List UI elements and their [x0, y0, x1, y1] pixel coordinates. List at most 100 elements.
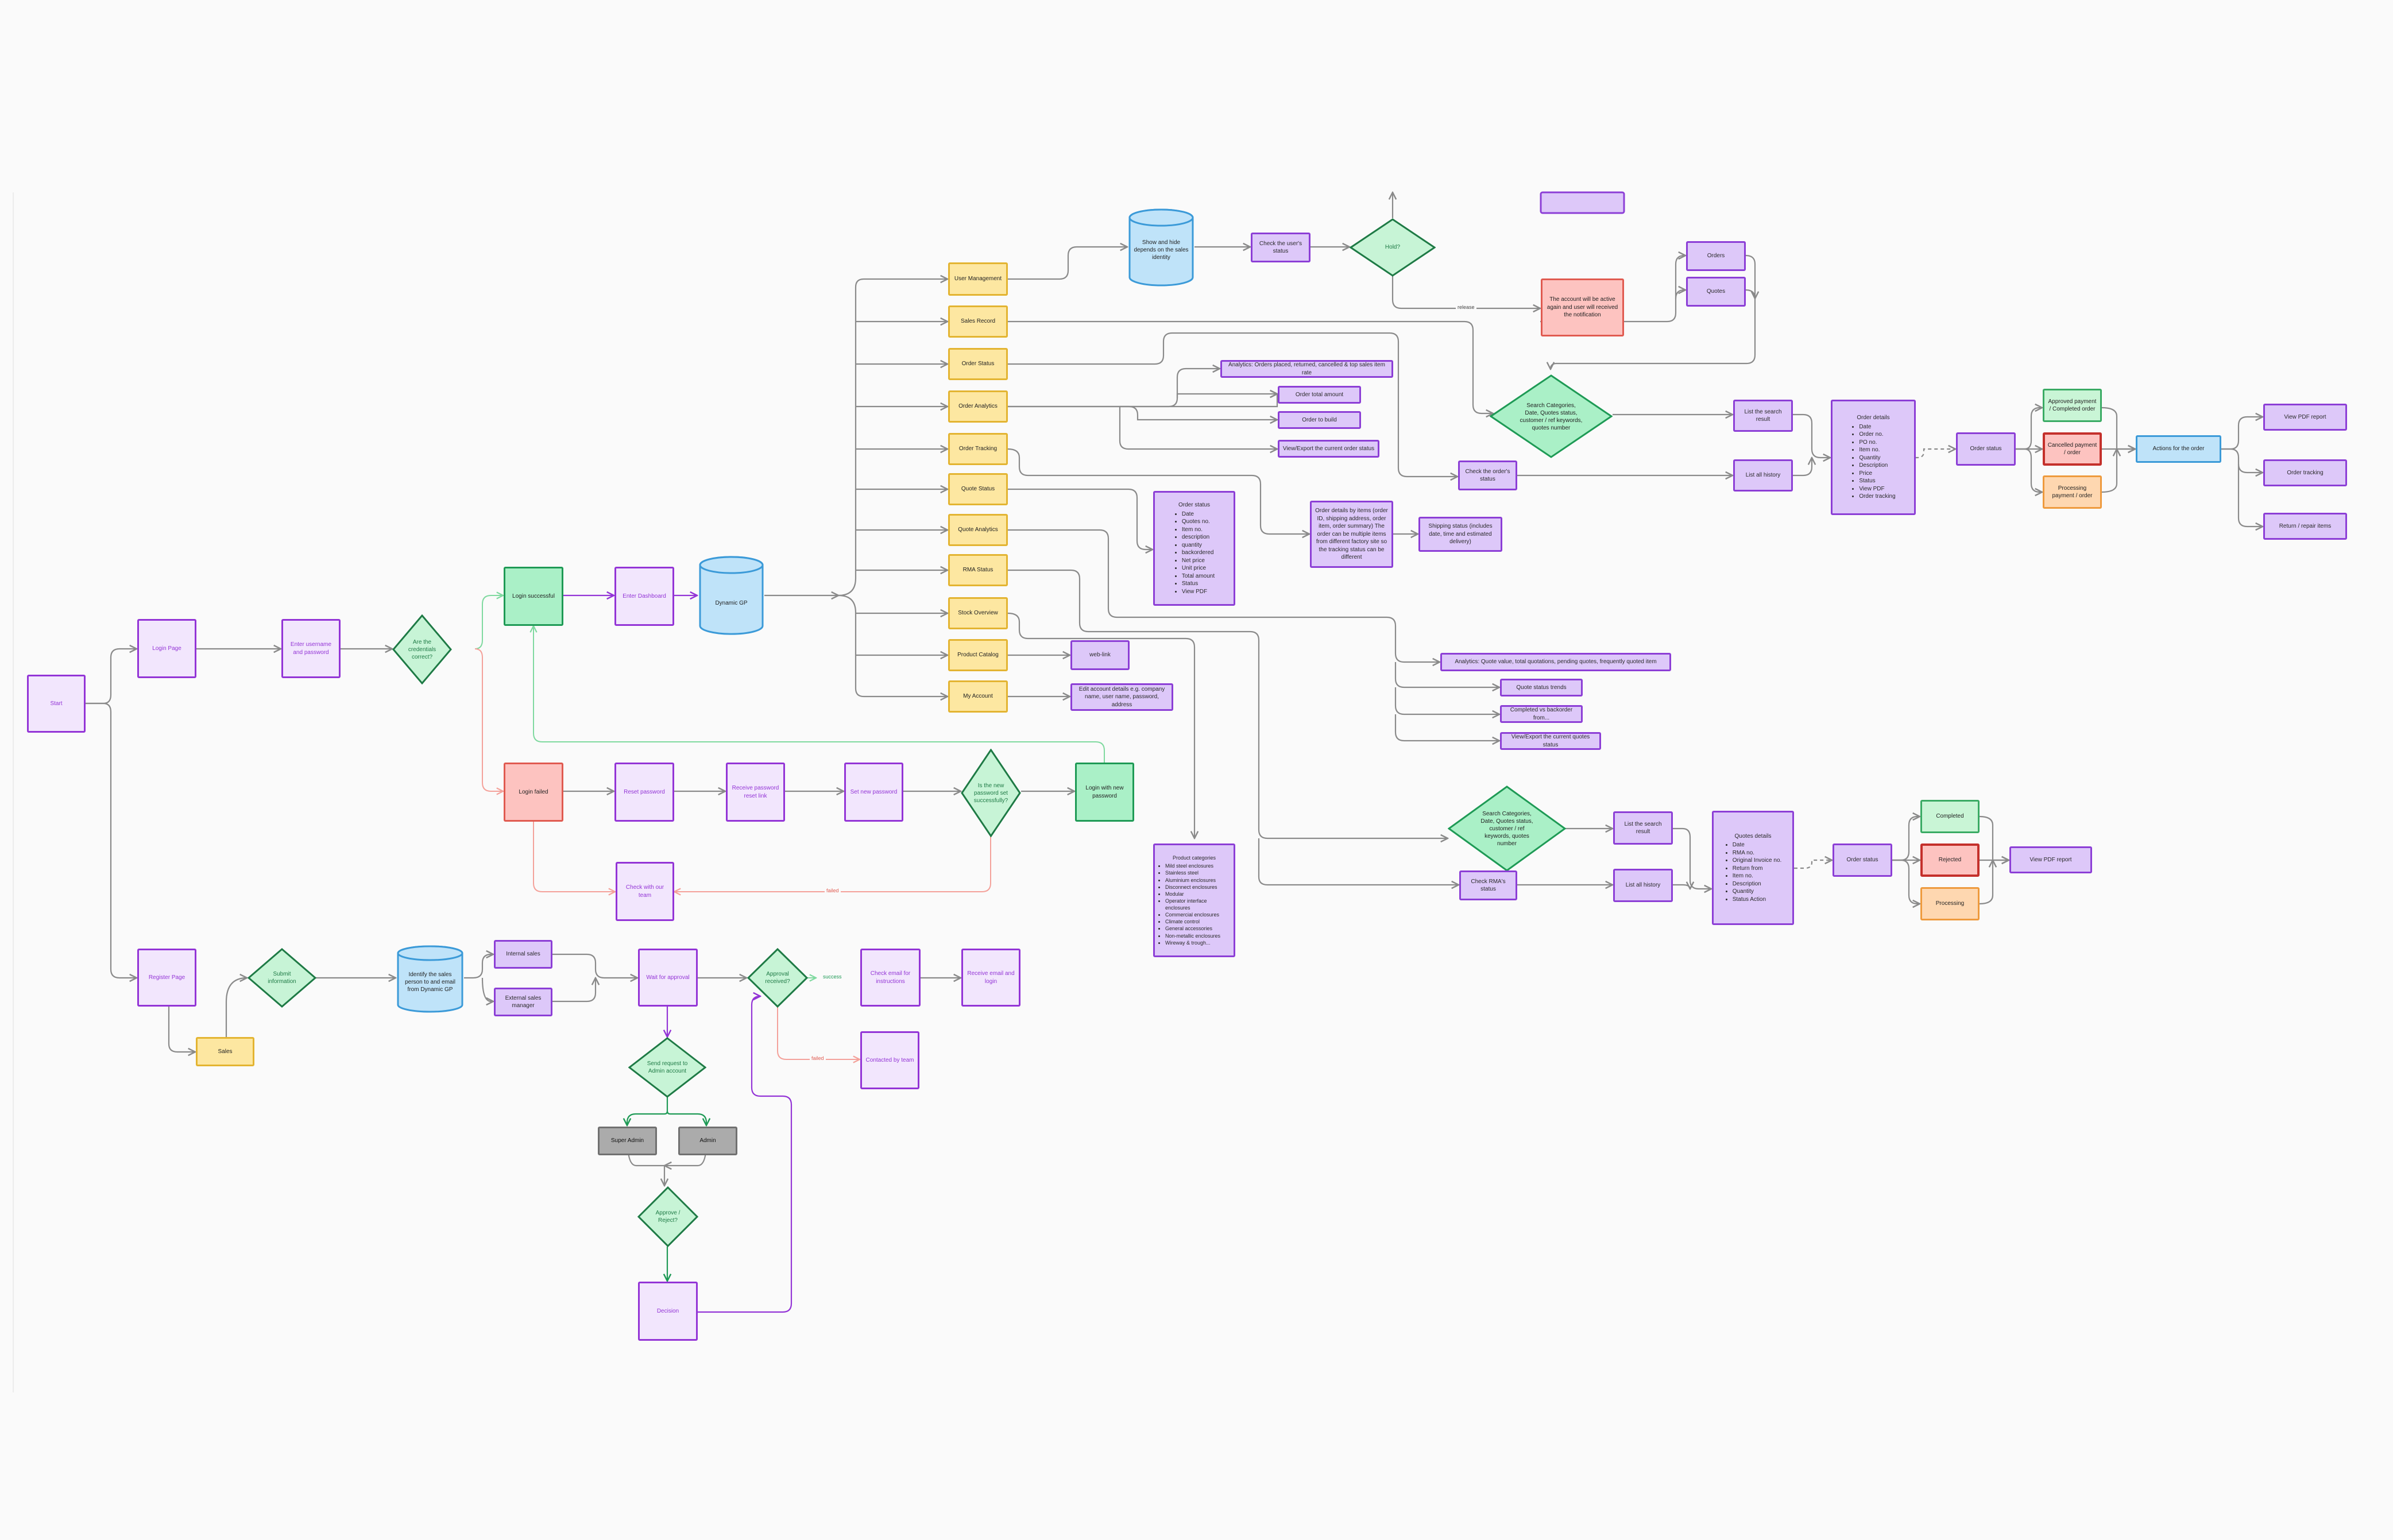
analytics-orders-node[interactable]: Analytics: Orders placed, returned, canc… [1220, 360, 1393, 378]
product-categories-title: Product categories [1172, 855, 1216, 861]
view-export-order-node[interactable]: View/Export the current order status [1278, 440, 1379, 458]
hold-diamond[interactable] [1350, 218, 1436, 277]
connector [1892, 817, 1920, 861]
account-active-node[interactable]: The account will be active again and use… [1541, 278, 1624, 336]
connector [225, 978, 247, 1037]
orders-node[interactable]: Orders [1686, 241, 1746, 271]
list-search-result-2-node[interactable]: List the search result [1613, 811, 1673, 845]
edit-account-node[interactable]: Edit account details e.g. company name, … [1070, 683, 1173, 711]
wait-for-approval-node[interactable]: Wait for approval [638, 949, 698, 1007]
actions-for-order-node[interactable]: Actions for the order [2136, 435, 2221, 463]
menu-order-tracking[interactable]: Order Tracking [948, 433, 1008, 465]
list-search-result-node[interactable]: List the search result [1733, 400, 1793, 432]
quote-status-trends-node[interactable]: Quote status trends [1500, 679, 1583, 697]
login-successful-node[interactable]: Login successful [504, 567, 563, 626]
set-new-password-node[interactable]: Set new password [844, 763, 903, 822]
receive-email-login-node[interactable]: Receive email and login [961, 949, 1020, 1007]
completed-vs-backorder-node[interactable]: Completed vs backorder from... [1500, 705, 1583, 723]
check-order-status-node[interactable]: Check the order's status [1458, 461, 1517, 490]
list-item: description [1182, 533, 1215, 541]
enter-credentials-node[interactable]: Enter username and password [281, 619, 341, 678]
order-tracking-action-node[interactable]: Order tracking [2263, 459, 2347, 486]
contacted-by-team-node[interactable]: Contacted by team [860, 1031, 919, 1089]
approve-reject-diamond[interactable] [637, 1186, 698, 1247]
decision-node[interactable]: Decision [638, 1282, 698, 1341]
order-status-details-title: Order status [1178, 502, 1211, 508]
cancelled-payment-node[interactable]: Cancelled payment / order [2043, 432, 2102, 466]
analytics-quotes-node[interactable]: Analytics: Quote value, total quotations… [1440, 653, 1671, 671]
search-quotes-label: Search Categories, Date, Quotes status, … [1480, 810, 1533, 847]
approved-payment-node[interactable]: Approved payment / Completed order [2043, 389, 2102, 422]
quotes-node[interactable]: Quotes [1686, 277, 1746, 307]
menu-order-analytics[interactable]: Order Analytics [948, 390, 1008, 423]
reset-password-node[interactable]: Reset password [614, 763, 674, 822]
menu-quote-analytics[interactable]: Quote Analytics [948, 514, 1008, 546]
rejected-node[interactable]: Rejected [1920, 843, 1980, 877]
connector [627, 1097, 668, 1125]
enter-dashboard-node[interactable]: Enter Dashboard [614, 567, 674, 626]
menu-quote-status[interactable]: Quote Status [948, 473, 1008, 505]
check-user-status-node[interactable]: Check the user's status [1251, 233, 1310, 262]
menu-sales-record[interactable]: Sales Record [948, 305, 1008, 338]
credentials-correct-diamond[interactable] [392, 614, 452, 684]
order-status-node[interactable]: Order status [1956, 432, 2016, 466]
menu-product-catalog[interactable]: Product Catalog [948, 639, 1008, 671]
menu-my-account[interactable]: My Account [948, 680, 1008, 713]
login-failed-node[interactable]: Login failed [504, 763, 563, 822]
connector [1979, 815, 2009, 860]
internal-sales-node[interactable]: Internal sales [494, 940, 552, 969]
submit-information-diamond[interactable] [248, 948, 316, 1008]
shipping-status-node[interactable]: Shipping status (includes date, time and… [1418, 517, 1502, 552]
connector [1008, 488, 1153, 550]
menu-user-management[interactable]: User Management [948, 262, 1008, 296]
search-orders-diamond[interactable] [1490, 374, 1613, 458]
web-link-node[interactable]: web-link [1070, 640, 1130, 670]
check-with-team-node[interactable]: Check with our team [616, 862, 674, 921]
new-password-diamond[interactable] [961, 749, 1021, 837]
view-pdf-report-node[interactable]: View PDF report [2263, 404, 2347, 431]
list-all-history-2-node[interactable]: List all history [1613, 869, 1673, 902]
order-details-by-items-node[interactable]: Order details by items (order ID, shippi… [1310, 501, 1393, 568]
sales-identity-cylinder [1128, 208, 1194, 287]
menu-order-status[interactable]: Order Status [948, 348, 1008, 380]
menu-stock-overview[interactable]: Stock Overview [948, 597, 1008, 629]
admin-node[interactable]: Admin [678, 1127, 737, 1155]
processing-node[interactable]: Processing [1920, 887, 1980, 920]
approval-received-diamond[interactable] [747, 948, 808, 1008]
receive-reset-link-node[interactable]: Receive password reset link [726, 763, 785, 822]
dynamic-gp-label: Dynamic GP [715, 599, 748, 606]
connector [2101, 449, 2117, 493]
quotes-details-node[interactable]: Quotes details DateRMA no.Original Invoi… [1712, 811, 1794, 925]
list-all-history-node[interactable]: List all history [1733, 459, 1793, 492]
connector [1540, 256, 1685, 323]
order-status-details-node[interactable]: Order status DateQuotes no.Item no.descr… [1153, 491, 1235, 606]
connector [168, 1006, 195, 1052]
product-categories-node[interactable]: Product categories Mild steel enclosures… [1153, 843, 1235, 957]
connector [1793, 458, 1812, 477]
register-page-node[interactable]: Register Page [137, 949, 196, 1007]
login-new-password-node[interactable]: Login with new password [1075, 763, 1134, 822]
start-node[interactable]: Start [27, 675, 86, 733]
connector [2221, 448, 2263, 473]
login-page-node[interactable]: Login Page [137, 619, 196, 678]
check-email-node[interactable]: Check email for instructions [860, 949, 921, 1007]
list-item: Date [1733, 841, 1782, 849]
order-status-2-node[interactable]: Order status [1833, 843, 1892, 877]
sales-node[interactable]: Sales [196, 1037, 254, 1066]
processing-payment-node[interactable]: Processing payment / order [2043, 475, 2102, 509]
super-admin-node[interactable]: Super Admin [598, 1127, 657, 1155]
external-sales-node[interactable]: External sales manager [494, 988, 552, 1016]
order-details-node[interactable]: Order details DateOrder no.PO no.Item no… [1831, 400, 1916, 515]
completed-node[interactable]: Completed [1920, 800, 1980, 833]
order-total-amount-node[interactable]: Order total amount [1278, 386, 1361, 404]
view-pdf-report-2-node[interactable]: View PDF report [2009, 846, 2092, 873]
list-item: Climate control [1165, 918, 1231, 925]
view-export-quotes-node[interactable]: View/Export the current quotes status [1500, 732, 1601, 750]
list-item: Net price [1182, 557, 1215, 565]
send-request-diamond[interactable] [628, 1037, 706, 1098]
order-to-build-node[interactable]: Order to build [1278, 411, 1361, 429]
return-repair-node[interactable]: Return / repair items [2263, 513, 2347, 540]
check-rma-status-node[interactable]: Check RMA's status [1459, 870, 1517, 900]
menu-rma-status[interactable]: RMA Status [948, 554, 1008, 586]
